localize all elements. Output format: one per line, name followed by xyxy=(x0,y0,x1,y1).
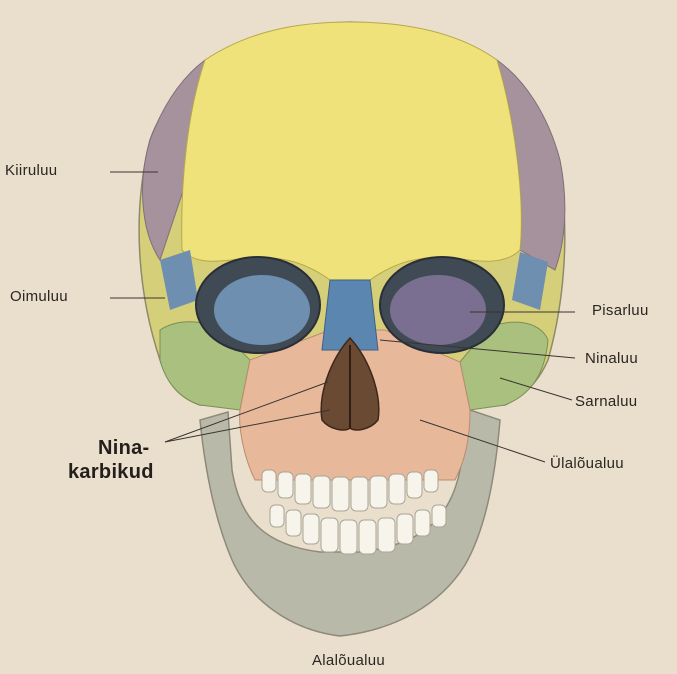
label-ulaloualuu: Ülalõualuu xyxy=(550,455,624,472)
label-kiiruluu: Kiiruluu xyxy=(5,162,57,179)
orbit-left-inner xyxy=(214,275,310,345)
orbit-right-inner xyxy=(390,275,486,345)
label-sarnaluu: Sarnaluu xyxy=(575,393,637,410)
label-nina-karbikud-line1: Nina- xyxy=(68,436,154,460)
frontal-bone xyxy=(182,22,522,280)
label-nina-karbikud-line2: karbikud xyxy=(68,460,154,484)
label-nina-karbikud: Nina- karbikud xyxy=(68,436,154,484)
label-alaloualuu: Alalõualuu xyxy=(312,652,385,669)
label-ninaluu: Ninaluu xyxy=(585,350,638,367)
label-pisarluu: Pisarluu xyxy=(592,302,649,319)
label-oimuluu: Oimuluu xyxy=(10,288,68,305)
